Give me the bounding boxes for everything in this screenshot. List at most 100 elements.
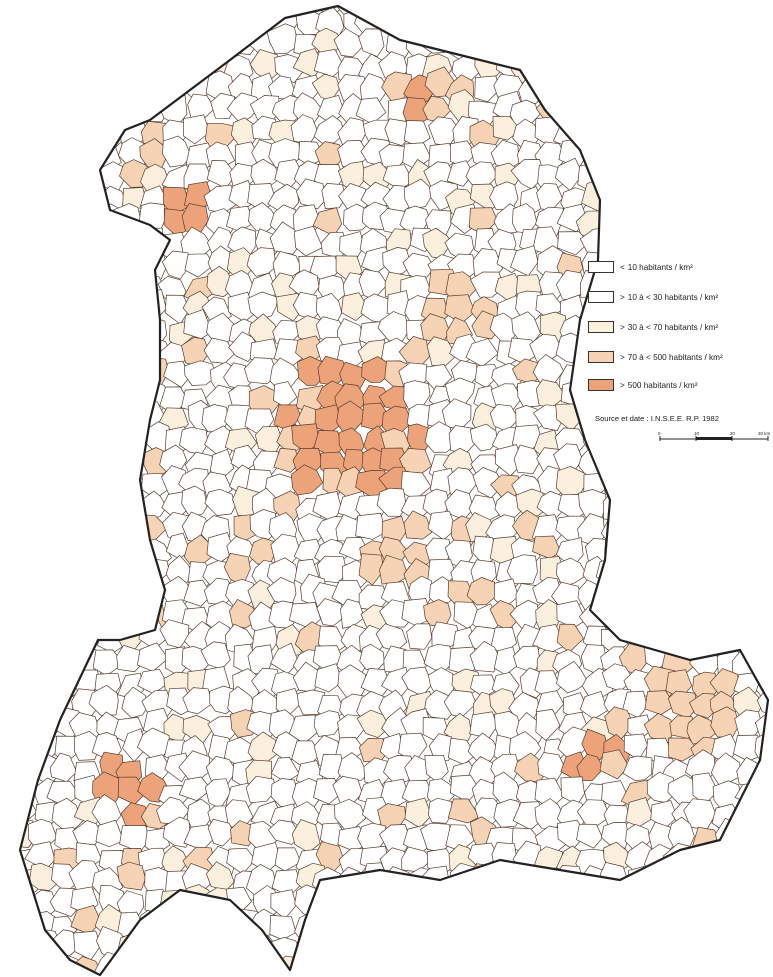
commune bbox=[494, 444, 523, 477]
commune bbox=[0, 606, 18, 634]
commune bbox=[182, 114, 210, 145]
commune bbox=[708, 73, 738, 102]
commune bbox=[226, 92, 261, 124]
commune bbox=[575, 892, 609, 919]
legend-item-high: > 70 à < 500 habitants / km² bbox=[588, 348, 723, 366]
commune bbox=[92, 356, 122, 387]
commune bbox=[599, 749, 630, 780]
commune bbox=[205, 9, 239, 36]
commune bbox=[401, 846, 432, 873]
commune bbox=[93, 6, 121, 20]
commune bbox=[711, 94, 741, 125]
commune bbox=[670, 25, 702, 58]
commune bbox=[312, 207, 343, 237]
commune bbox=[733, 822, 763, 851]
commune bbox=[0, 271, 10, 299]
commune bbox=[0, 798, 12, 825]
commune bbox=[476, 959, 501, 975]
commune bbox=[96, 557, 125, 582]
commune bbox=[489, 865, 516, 893]
scale-tick-0: 0 bbox=[658, 431, 661, 436]
commune bbox=[738, 332, 768, 367]
commune bbox=[100, 293, 127, 321]
commune bbox=[689, 246, 719, 282]
commune bbox=[383, 755, 415, 785]
commune bbox=[26, 13, 57, 39]
commune bbox=[117, 932, 145, 963]
commune bbox=[513, 444, 541, 474]
commune bbox=[648, 77, 680, 103]
commune bbox=[115, 334, 146, 365]
commune bbox=[27, 928, 60, 960]
commune bbox=[95, 491, 126, 518]
commune bbox=[604, 188, 633, 214]
commune bbox=[77, 29, 107, 57]
commune bbox=[622, 755, 653, 781]
commune bbox=[748, 224, 768, 257]
commune bbox=[687, 89, 718, 121]
commune bbox=[117, 6, 146, 37]
commune bbox=[20, 208, 40, 237]
commune bbox=[0, 336, 14, 366]
commune bbox=[290, 464, 324, 496]
commune bbox=[692, 178, 719, 212]
commune bbox=[492, 771, 521, 804]
commune bbox=[756, 890, 768, 920]
commune bbox=[489, 181, 519, 210]
commune bbox=[647, 474, 673, 501]
commune bbox=[469, 640, 500, 673]
commune bbox=[55, 384, 83, 412]
commune bbox=[112, 446, 146, 476]
commune bbox=[26, 360, 55, 387]
commune bbox=[50, 562, 79, 593]
commune bbox=[49, 337, 79, 370]
commune bbox=[96, 27, 129, 59]
commune bbox=[29, 337, 57, 369]
commune bbox=[535, 708, 561, 741]
commune bbox=[136, 514, 168, 542]
commune bbox=[629, 51, 657, 81]
commune bbox=[30, 644, 60, 675]
legend-item-very-low: < 10 habitants / km² bbox=[588, 258, 693, 276]
commune bbox=[267, 819, 302, 845]
commune bbox=[73, 930, 102, 961]
commune bbox=[753, 249, 768, 283]
commune bbox=[401, 6, 431, 16]
commune bbox=[20, 380, 37, 408]
commune bbox=[560, 69, 592, 103]
commune bbox=[97, 514, 126, 545]
commune bbox=[0, 867, 12, 897]
commune bbox=[51, 599, 81, 628]
commune bbox=[733, 468, 762, 502]
commune bbox=[52, 52, 82, 78]
commune bbox=[0, 316, 12, 343]
commune bbox=[557, 911, 590, 940]
commune bbox=[137, 557, 171, 585]
commune bbox=[113, 50, 145, 81]
commune bbox=[186, 798, 212, 828]
commune bbox=[211, 959, 240, 975]
commune bbox=[428, 797, 454, 824]
commune bbox=[695, 52, 721, 77]
commune bbox=[316, 598, 348, 627]
commune bbox=[736, 70, 764, 104]
commune bbox=[382, 6, 415, 19]
commune bbox=[688, 844, 718, 877]
commune bbox=[733, 802, 763, 831]
commune bbox=[159, 29, 191, 57]
commune bbox=[203, 337, 235, 364]
commune bbox=[649, 97, 678, 125]
commune bbox=[519, 10, 546, 40]
commune bbox=[118, 575, 149, 609]
commune bbox=[320, 914, 347, 943]
commune bbox=[51, 6, 80, 12]
commune bbox=[449, 908, 479, 938]
commune bbox=[77, 494, 108, 521]
commune bbox=[597, 6, 629, 34]
commune bbox=[451, 949, 477, 975]
commune bbox=[708, 866, 739, 897]
commune bbox=[731, 560, 763, 589]
commune bbox=[533, 934, 563, 966]
commune bbox=[735, 245, 767, 277]
commune bbox=[506, 554, 538, 585]
